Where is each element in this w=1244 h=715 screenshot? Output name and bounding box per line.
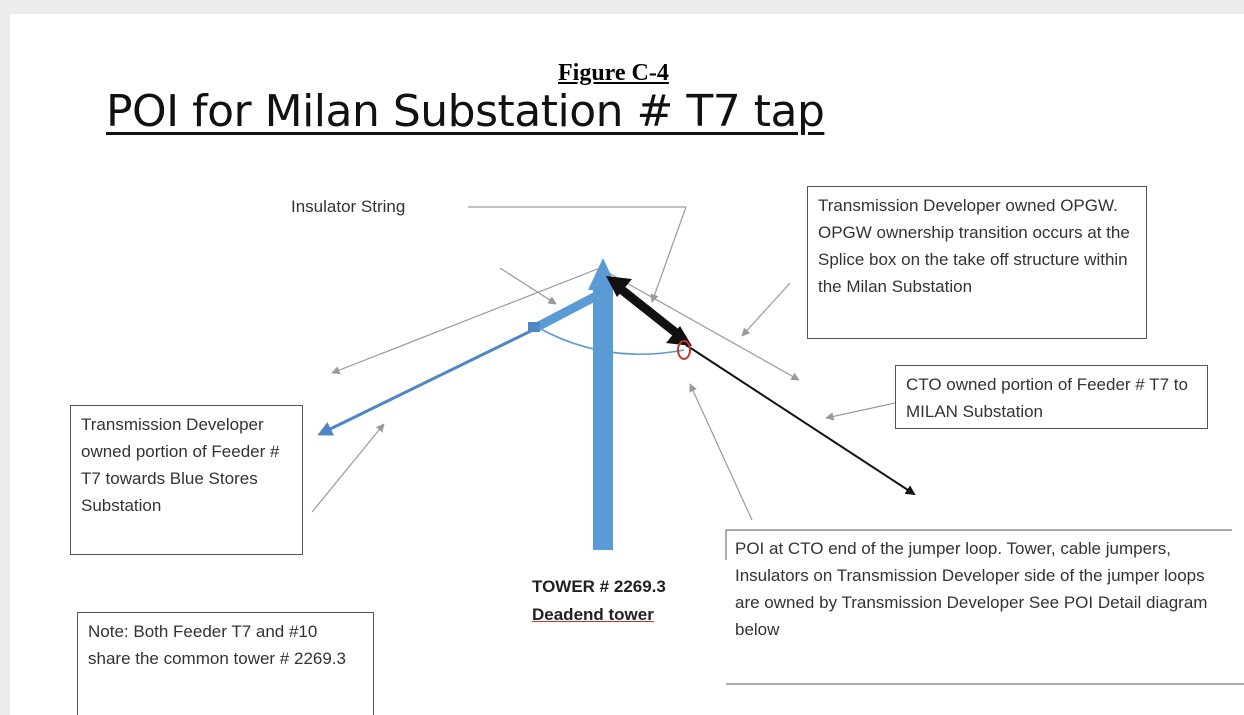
tower-type: Deadend tower	[532, 605, 654, 624]
opgw-leaders	[331, 267, 800, 381]
tower-number: TOWER # 2269.3	[532, 577, 666, 596]
figure-label: Figure C-4	[558, 60, 669, 86]
page-title: POI for Milan Substation # T7 tap	[106, 86, 825, 137]
poi-note: POI at CTO end of the jumper loop. Tower…	[735, 539, 1208, 639]
cto-conductor-line	[685, 344, 916, 496]
jumper-arc	[536, 326, 685, 356]
td-conductor-line	[317, 326, 538, 436]
opgw-double-arrow	[606, 276, 692, 346]
diagram-canvas	[10, 14, 1244, 715]
tower-mast	[593, 288, 613, 550]
cto-portion-box: CTO owned portion of Feeder # T7 to MILA…	[895, 365, 1208, 429]
note-text: Note: Both Feeder T7 and #10 share the c…	[88, 622, 346, 668]
jumper-loop	[677, 340, 691, 360]
insulator-string-leaders	[468, 206, 687, 305]
tower-label: TOWER # 2269.3 Deadend tower	[532, 573, 666, 629]
left-cross-arm	[528, 290, 603, 332]
opgw-callout-box: Transmission Developer owned OPGW. OPGW …	[807, 186, 1147, 339]
callout-leaders	[311, 383, 896, 521]
opgw-callout-text: Transmission Developer owned OPGW. OPGW …	[818, 196, 1130, 296]
cto-portion-text: CTO owned portion of Feeder # T7 to MILA…	[906, 375, 1188, 421]
insulator-string-label: Insulator String	[291, 197, 406, 216]
td-portion-box: Transmission Developer owned portion of …	[70, 405, 303, 555]
note-box: Note: Both Feeder T7 and #10 share the c…	[77, 612, 374, 715]
td-portion-text: Transmission Developer owned portion of …	[81, 415, 280, 515]
